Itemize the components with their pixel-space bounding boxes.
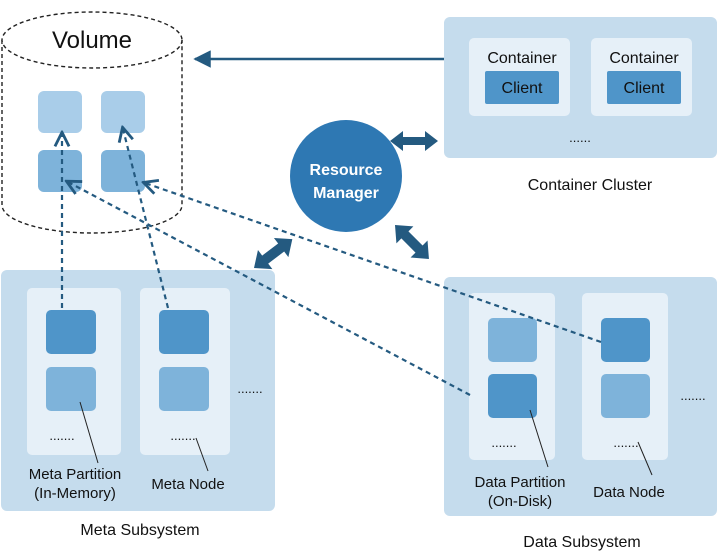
data-partition-label-2: (On-Disk)	[488, 493, 552, 510]
meta-subsystem-caption: Meta Subsystem	[80, 522, 199, 539]
data-partition-block-4	[601, 374, 650, 418]
meta-partition-block-1	[46, 310, 96, 354]
client-1-label: Client	[502, 80, 543, 97]
meta-node-label: Meta Node	[151, 476, 224, 493]
data-node-2: .......	[582, 293, 668, 460]
meta-partition-pointer	[79, 401, 99, 464]
data-node-2-ellipsis: .......	[613, 435, 638, 450]
data-node-1-ellipsis: .......	[491, 435, 516, 450]
data-node-1: .......	[469, 293, 555, 460]
data-partition-block-3	[601, 318, 650, 362]
dashed-mapping-arrows	[62, 129, 602, 396]
data-subsystem-caption: Data Subsystem	[523, 534, 640, 551]
data-partition-block-2	[488, 374, 537, 418]
volume-label: Volume	[52, 27, 132, 54]
meta-partition-label-2: (In-Memory)	[34, 485, 116, 502]
resource-manager: Resource Manager	[290, 120, 402, 232]
volume-block-1	[38, 91, 82, 133]
client-2-label: Client	[624, 80, 665, 97]
data-partition-pointer	[529, 409, 549, 468]
data-outer-ellipsis: .......	[680, 388, 705, 403]
volume-block-2	[101, 91, 145, 133]
meta-node-2: .......	[140, 288, 230, 455]
meta-subsystem: ....... ....... ....... Meta Partition (…	[1, 270, 275, 511]
container-2: Container Client	[591, 38, 692, 116]
data-node-label: Data Node	[593, 484, 665, 501]
volume-block-4	[101, 150, 145, 192]
client-1-box	[485, 71, 559, 104]
manager-meta-double-arrow	[254, 237, 293, 270]
container-ellipsis: ......	[569, 130, 591, 145]
meta-to-volume-arrow-2	[123, 129, 170, 309]
volume-cylinder: Volume	[1, 11, 183, 234]
meta-node-1: .......	[27, 288, 121, 455]
resource-manager-line2: Manager	[313, 185, 379, 202]
meta-partition-block-2	[46, 367, 96, 411]
meta-node-2-ellipsis: .......	[170, 428, 195, 443]
container-cluster-caption: Container Cluster	[528, 177, 653, 194]
data-subsystem: ....... ....... ....... Data Partition (…	[444, 277, 717, 516]
container-1: Container Client	[469, 38, 570, 116]
data-to-volume-arrow-1	[68, 182, 471, 396]
manager-data-double-arrow	[395, 225, 429, 259]
resource-manager-line1: Resource	[310, 162, 383, 179]
container-2-label: Container	[609, 50, 679, 67]
meta-partition-block-4	[159, 367, 209, 411]
client-2-box	[607, 71, 681, 104]
meta-node-1-ellipsis: .......	[49, 428, 74, 443]
meta-partition-block-3	[159, 310, 209, 354]
container-cluster: Container Client Container Client ......	[444, 17, 717, 158]
container-1-label: Container	[487, 50, 557, 67]
meta-outer-ellipsis: .......	[237, 381, 262, 396]
volume-block-3	[38, 150, 82, 192]
manager-cluster-double-arrow	[390, 131, 438, 151]
data-node-pointer	[637, 441, 653, 476]
meta-node-pointer	[195, 437, 209, 472]
data-partition-block-1	[488, 318, 537, 362]
meta-partition-label-1: Meta Partition	[29, 466, 122, 483]
data-partition-label-1: Data Partition	[475, 474, 566, 491]
